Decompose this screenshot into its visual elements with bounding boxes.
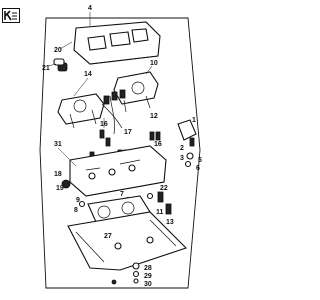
assembly-frame-outline (39, 17, 201, 289)
callout-6: 6 (196, 165, 200, 172)
callout-5: 5 (198, 157, 202, 164)
callout-19: 19 (56, 185, 64, 192)
callout-16: 16 (100, 121, 108, 128)
callout-18: 18 (54, 171, 62, 178)
lower-mounting-bracket (67, 211, 188, 271)
callout-10: 10 (150, 60, 158, 67)
callout-16b: 16 (154, 141, 162, 148)
meter-housing (69, 145, 167, 197)
callout-21: 21 (42, 65, 50, 72)
callout-9: 9 (76, 197, 80, 204)
callout-29: 29 (144, 273, 152, 280)
callout-3: 3 (180, 155, 184, 162)
callout-labels: 4 20 21 14 10 16 17 12 16 31 1 2 3 5 6 7… (42, 5, 202, 288)
diagram-canvas: 4 20 21 14 10 16 17 12 16 31 1 2 3 5 6 7… (39, 5, 202, 289)
callout-20: 20 (54, 47, 62, 54)
callout-14: 14 (84, 71, 92, 78)
callout-22: 22 (160, 185, 168, 192)
callout-4: 4 (88, 5, 92, 12)
callout-8: 8 (74, 207, 78, 214)
left-meter-unit (57, 93, 105, 129)
kawasaki-logo-icon (2, 8, 20, 23)
exploded-parts-diagram: 4 20 21 14 10 16 17 12 16 31 1 2 3 5 6 7… (2, 5, 202, 289)
callout-27: 27 (104, 233, 112, 240)
callout-12: 12 (150, 113, 158, 120)
callout-13: 13 (166, 219, 174, 226)
indicator-bracket (177, 119, 197, 168)
callout-2: 2 (180, 145, 184, 152)
mount-bolts (157, 191, 172, 215)
callout-31: 31 (54, 141, 62, 148)
reset-knob (53, 58, 68, 72)
callout-30: 30 (144, 281, 152, 288)
leader-lines (47, 12, 153, 167)
callout-28: 28 (144, 265, 152, 272)
grommet-left (61, 179, 71, 189)
callout-17: 17 (124, 129, 132, 136)
callout-11: 11 (156, 209, 164, 216)
meter-cover-top (73, 21, 161, 65)
callout-1: 1 (192, 117, 196, 124)
callout-7: 7 (120, 191, 124, 198)
bottom-fasteners (111, 262, 140, 285)
wiring-harness (101, 89, 126, 135)
